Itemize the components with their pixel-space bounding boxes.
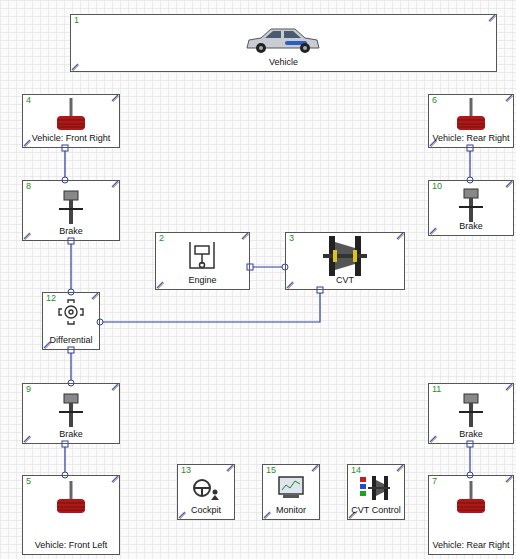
- component-box: 4Vehicle: Front Right: [22, 94, 120, 148]
- brake-icon: [59, 191, 83, 224]
- component-name: CVT: [286, 276, 404, 286]
- component-number: 4: [26, 96, 31, 106]
- wheel-icon: [57, 98, 85, 130]
- component-box: 1Vehicle: [70, 14, 497, 72]
- component-box: 13Cockpit: [177, 464, 235, 520]
- component-box: 10Brake: [428, 180, 514, 236]
- component-name: Engine: [156, 276, 249, 286]
- component-number: 6: [432, 96, 437, 106]
- connector: [70, 241, 71, 292]
- port-square: [62, 145, 68, 151]
- component-box: 14CVT Control: [347, 464, 405, 520]
- component-name: Brake: [23, 227, 119, 237]
- connector: [64, 444, 65, 475]
- cockpit-icon: [194, 480, 219, 500]
- component-box: 9Brake: [22, 383, 120, 444]
- component-number: 12: [46, 294, 56, 304]
- brake-icon: [459, 189, 483, 222]
- component-number: 7: [432, 477, 437, 487]
- component-number: 10: [432, 182, 442, 192]
- component-name: Brake: [23, 430, 119, 440]
- component-name: Differential: [43, 336, 99, 346]
- component-name: Vehicle: Rear Right: [429, 541, 513, 551]
- component-name: Brake: [429, 222, 513, 232]
- box-grounds: [22, 14, 514, 555]
- port-square: [247, 264, 253, 270]
- car-icon: [247, 29, 319, 53]
- differential-icon: [59, 300, 83, 324]
- component-box: 7Vehicle: Rear Right: [428, 475, 514, 555]
- component-box: 8Brake: [22, 180, 120, 241]
- connector: [70, 350, 71, 383]
- cvt-icon: [323, 236, 367, 276]
- connector: [469, 148, 470, 180]
- connector: [64, 148, 65, 180]
- component-number: 9: [26, 385, 31, 395]
- brake-icon: [459, 394, 483, 427]
- monitor-icon: [279, 477, 303, 498]
- component-box: 2Engine: [155, 232, 250, 290]
- port-square: [467, 145, 473, 151]
- engine-icon: [190, 242, 214, 268]
- component-box: 15Monitor: [262, 464, 320, 520]
- wheel-icon: [457, 481, 485, 513]
- component-name: Brake: [429, 430, 513, 440]
- component-name: Vehicle: Rear Right: [429, 134, 513, 144]
- component-box: 11Brake: [428, 383, 514, 444]
- component-box: 3CVT: [285, 232, 405, 290]
- component-number: 15: [266, 466, 276, 476]
- component-name: CVT Control: [348, 506, 404, 516]
- port-square: [467, 441, 473, 447]
- brake-icon: [59, 394, 83, 427]
- component-number: 3: [289, 234, 294, 244]
- component-number: 1: [74, 16, 79, 26]
- component-box: 5Vehicle: Front Left: [22, 475, 120, 555]
- port-circle: [97, 319, 103, 325]
- component-name: Vehicle: Front Right: [23, 134, 119, 144]
- port-square: [62, 441, 68, 447]
- component-name: Vehicle: Front Left: [23, 541, 119, 551]
- wheel-icon: [457, 98, 485, 130]
- component-number: 8: [26, 182, 31, 192]
- component-number: 13: [181, 466, 191, 476]
- port-square: [68, 347, 74, 353]
- component-name: Cockpit: [178, 506, 234, 516]
- component-box: 12Differential: [42, 292, 100, 350]
- component-number: 2: [159, 234, 164, 244]
- component-name: Monitor: [263, 506, 319, 516]
- wheel-icon: [57, 481, 85, 513]
- component-name: Vehicle: [71, 58, 496, 68]
- connector: [100, 290, 320, 322]
- port-square: [317, 287, 323, 293]
- cvt-control-icon: [360, 476, 390, 500]
- component-number: 11: [432, 385, 441, 395]
- component-number: 5: [26, 477, 31, 487]
- connector: [250, 266, 285, 267]
- component-number: 14: [351, 466, 361, 476]
- component-box: 6Vehicle: Rear Right: [428, 94, 514, 148]
- port-square: [68, 238, 74, 244]
- connector: [469, 444, 470, 475]
